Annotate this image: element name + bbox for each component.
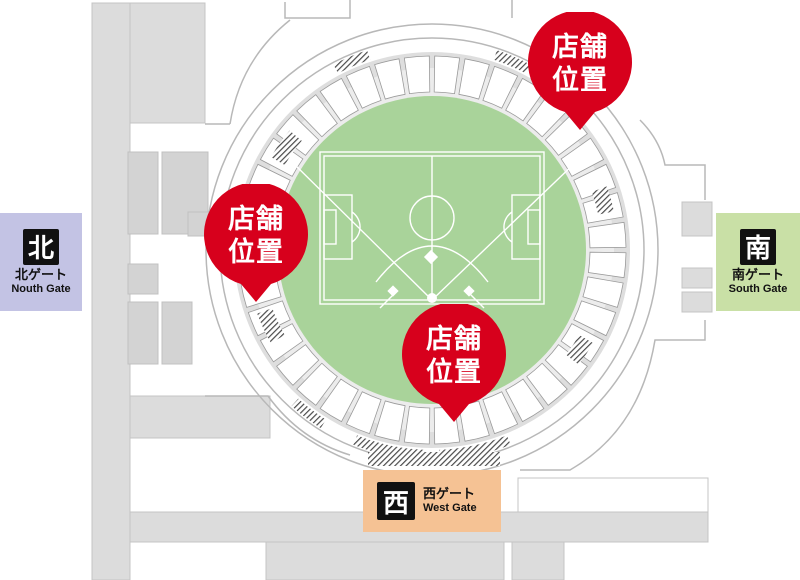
seat-block — [403, 405, 431, 445]
seat-block — [526, 362, 568, 406]
north-gate[interactable]: 北 北ゲート Nouth Gate — [0, 213, 82, 311]
seat-block — [433, 55, 461, 95]
hatched-seat-block — [565, 335, 594, 365]
hatched-seat-block — [270, 130, 302, 165]
stand-row — [333, 50, 371, 74]
store-location-pin-top[interactable]: 店舗 位置 — [527, 12, 633, 130]
west-gate-label-jp: 西ゲート — [423, 487, 476, 502]
seat-block — [296, 362, 338, 406]
seat-block — [259, 323, 304, 363]
north-gate-kanji: 北 — [23, 228, 59, 265]
store-label-line1: 店舗 — [552, 32, 608, 63]
north-gate-label-jp: 北ゲート — [14, 267, 67, 283]
seat-block — [276, 344, 320, 386]
west-gate-label-en: West Gate — [423, 502, 477, 514]
west-gate-kanji: 西 — [377, 482, 415, 520]
store-location-pin-left[interactable]: 店舗 位置 — [203, 184, 309, 302]
map-pin-icon — [204, 184, 308, 302]
seat-block — [573, 300, 617, 337]
map-pin-icon — [402, 304, 506, 422]
west-gate[interactable]: 西 西ゲート West Gate — [363, 470, 501, 532]
stand-row — [291, 398, 327, 429]
store-location-pin-bottom[interactable]: 店舗 位置 — [401, 304, 507, 422]
south-gate-label-jp: 南ゲート — [731, 267, 784, 283]
stand-rows — [291, 50, 531, 466]
store-label-line2: 位置 — [552, 65, 608, 96]
buildings — [127, 151, 211, 365]
bases — [387, 249, 475, 303]
seat-block — [345, 391, 382, 435]
seat-block — [505, 378, 545, 423]
south-gate-label-en: South Gate — [728, 282, 788, 295]
hatched-seat-block — [257, 308, 285, 343]
store-label-line1: 店舗 — [426, 324, 482, 355]
seat-block — [296, 94, 338, 138]
store-label-line1: 店舗 — [228, 204, 284, 235]
seat-block — [276, 114, 320, 156]
hatched-seat-block — [591, 186, 614, 215]
seat-block — [345, 65, 382, 109]
south-gate-kanji: 南 — [740, 228, 776, 265]
seat-block — [374, 58, 406, 100]
stand-row — [368, 452, 500, 466]
store-label-line2: 位置 — [228, 237, 284, 268]
seat-block — [403, 55, 431, 95]
seat-block — [587, 221, 627, 249]
south-gate[interactable]: 南 南ゲート South Gate — [716, 213, 800, 311]
seat-block — [582, 276, 624, 308]
seat-block — [544, 344, 588, 386]
seat-block — [374, 400, 406, 442]
store-label-line2: 位置 — [426, 357, 482, 388]
seat-block — [482, 391, 519, 435]
seat-block — [505, 77, 545, 122]
seat-block — [319, 378, 359, 423]
stand-row — [493, 50, 531, 74]
seat-block — [587, 251, 627, 279]
north-gate-label-en: Nouth Gate — [11, 282, 71, 295]
map-pin-icon — [528, 12, 632, 130]
seat-block — [458, 58, 490, 100]
seat-block — [319, 77, 359, 122]
seat-block — [482, 65, 519, 109]
